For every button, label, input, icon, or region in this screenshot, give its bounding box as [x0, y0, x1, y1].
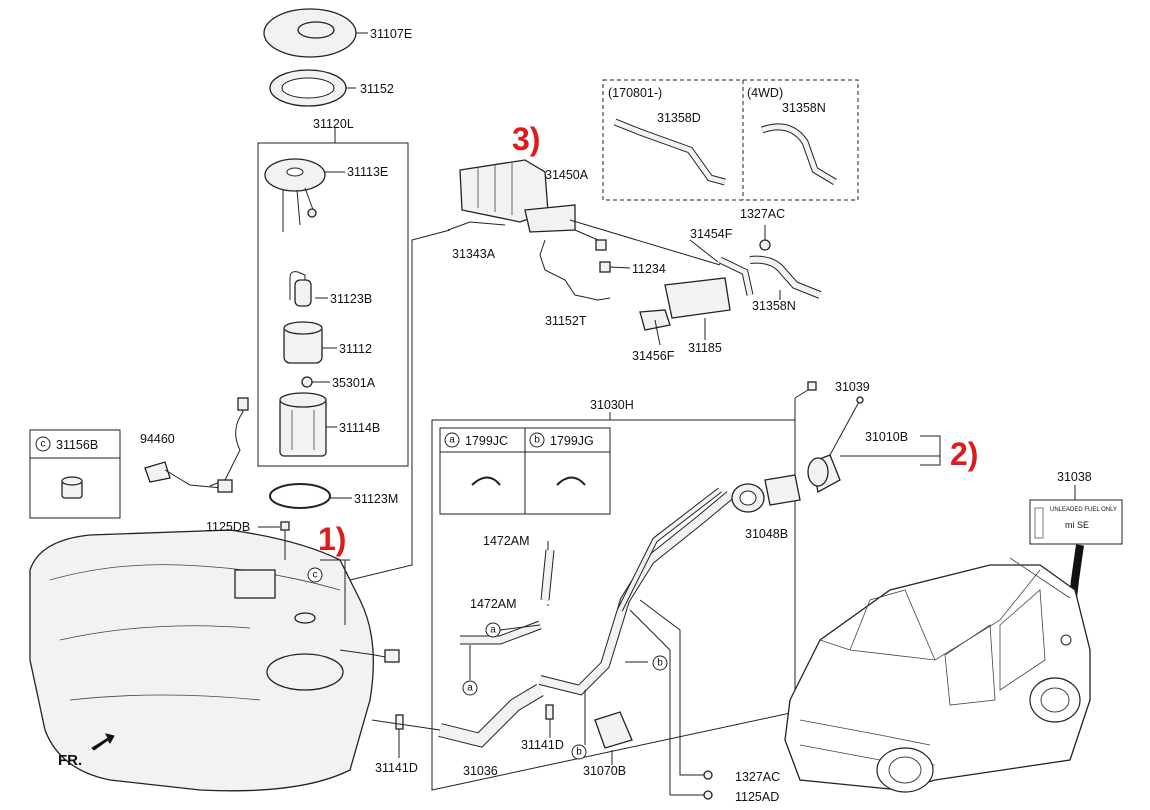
filler-neck-assembly: [371, 412, 801, 800]
label-31010B: 31010B: [865, 430, 908, 444]
circle-marker-c: c: [313, 570, 318, 581]
label-31456F: 31456F: [632, 349, 675, 363]
label-31107E: 31107E: [370, 27, 412, 41]
label-35301A: 35301A: [332, 376, 376, 390]
label-31123M: 31123M: [354, 492, 398, 506]
fuel-tank: [29, 521, 400, 792]
label-1799JG: 1799JG: [550, 434, 594, 448]
part-labels: 31107E 31152 31120L 31113E 31123B 31112 …: [56, 27, 1092, 804]
fuel-cap-assembly: [794, 381, 941, 493]
label-31358D: 31358D: [657, 111, 701, 125]
car-illustration: [784, 557, 1091, 793]
variant-label-4wd: (4WD): [747, 86, 783, 100]
label-31036: 31036: [463, 764, 498, 778]
label-31358N-main: 31358N: [752, 299, 796, 313]
label-1125AD: 1125AD: [735, 790, 779, 804]
legend-marker-b: b: [534, 435, 540, 446]
callout-1: 1): [318, 521, 346, 557]
circle-marker-a1: a: [490, 625, 496, 636]
label-31030H: 31030H: [590, 398, 634, 412]
label-31112: 31112: [339, 342, 372, 356]
label-1125DB: 1125DB: [206, 520, 250, 534]
legend-marker-a: a: [449, 435, 455, 446]
label-31120L: 31120L: [313, 117, 354, 131]
sticker-text-1: UNLEADED FUEL ONLY: [1050, 507, 1117, 513]
label-31141D-2: 31141D: [521, 738, 564, 752]
label-31113E: 31113E: [347, 165, 388, 179]
part-94460-sensor: [144, 397, 249, 493]
circle-marker-b2: b: [657, 658, 663, 669]
label-31038: 31038: [1057, 470, 1092, 484]
label-1327AC-top: 1327AC: [740, 207, 785, 221]
label-31156B: 31156B: [56, 438, 98, 452]
label-31358N-4wd: 31358N: [782, 101, 826, 115]
label-11234: 11234: [632, 262, 666, 276]
fuel-pump-assembly: [257, 8, 409, 509]
front-label: FR.: [58, 752, 82, 769]
label-1472AM-1: 1472AM: [483, 534, 530, 548]
label-1327AC-bottom: 1327AC: [735, 770, 780, 784]
label-31048B: 31048B: [745, 527, 788, 541]
label-31450A: 31450A: [545, 168, 589, 182]
part-31156B-box: [29, 429, 121, 519]
sticker-text-2: mi SE: [1065, 520, 1089, 530]
label-1472AM-2: 1472AM: [470, 597, 517, 611]
front-direction-indicator: FR.: [58, 733, 115, 769]
label-31152T: 31152T: [545, 314, 587, 328]
label-31454F: 31454F: [690, 227, 733, 241]
canister-assembly: [447, 159, 822, 346]
variant-hoses-box: [602, 79, 859, 201]
label-31185: 31185: [688, 341, 722, 355]
label-31123B: 31123B: [330, 292, 372, 306]
label-31152: 31152: [360, 82, 394, 96]
label-31039: 31039: [835, 380, 870, 394]
label-94460: 94460: [140, 432, 175, 446]
circle-marker-a2: a: [467, 683, 473, 694]
callout-2: 2): [950, 436, 978, 472]
variant-label-170801: (170801-): [608, 86, 662, 100]
label-31114B: 31114B: [339, 421, 380, 435]
label-31141D-1: 31141D: [375, 761, 418, 775]
label-1799JC: 1799JC: [465, 434, 508, 448]
label-31343A: 31343A: [452, 247, 496, 261]
legend-marker-c: c: [41, 439, 46, 450]
circle-marker-b1: b: [576, 747, 582, 758]
callout-3: 3): [512, 121, 540, 157]
label-31070B: 31070B: [583, 764, 626, 778]
